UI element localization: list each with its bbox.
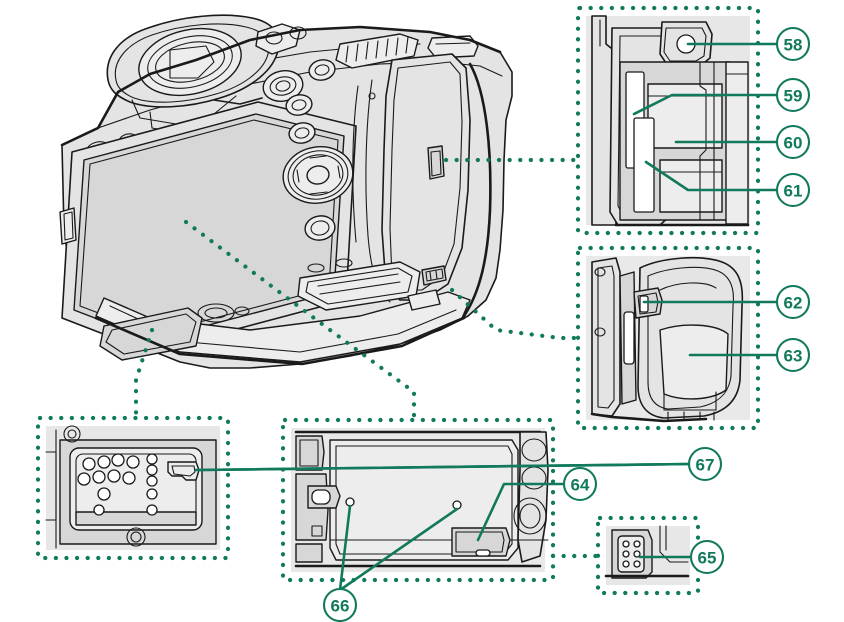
detail-box-card-slots (575, 5, 761, 236)
connector-pins (622, 540, 641, 568)
callout-63-label: 63 (784, 347, 803, 366)
callout-62-label: 62 (784, 294, 803, 313)
connector-routes (133, 157, 599, 559)
callout-58[interactable]: 58 (775, 26, 811, 62)
callout-60-label: 60 (784, 134, 803, 153)
contact-pins (77, 453, 158, 516)
callout-66[interactable]: 66 (322, 587, 358, 622)
route-to-battery-detail (449, 287, 579, 341)
rear-control-cluster (282, 94, 354, 241)
leader-67-final (197, 462, 691, 472)
callout-65[interactable]: 65 (689, 539, 725, 575)
camera-body-illustration (59, 14, 513, 369)
callout-60[interactable]: 60 (775, 124, 811, 160)
callout-badges: 58 59 60 61 62 63 64 65 (322, 26, 811, 622)
detail-box-battery-bottom (280, 417, 556, 583)
callout-64-label: 64 (571, 476, 590, 495)
callout-64[interactable]: 64 (562, 466, 598, 502)
lcd-monitor (59, 101, 357, 353)
callout-63[interactable]: 63 (775, 337, 811, 373)
detail-box-bottom-plate (35, 415, 231, 561)
callout-61-label: 61 (784, 182, 803, 201)
callout-62[interactable]: 62 (775, 284, 811, 320)
route-to-battery-bottom-detail (183, 219, 417, 423)
callout-59[interactable]: 59 (775, 77, 811, 113)
route-to-bottom-plate-detail (133, 327, 155, 421)
leader-64 (476, 482, 566, 542)
callout-59-label: 59 (784, 87, 803, 106)
detail-box-grip-connector (595, 515, 701, 596)
detail-box-battery-chamber (575, 245, 761, 431)
callout-58-label: 58 (784, 36, 803, 55)
four-way-selector (282, 146, 354, 204)
leader-66-b (338, 507, 459, 592)
callout-66-label: 66 (331, 597, 350, 616)
callout-61[interactable]: 61 (775, 172, 811, 208)
callout-67[interactable]: 67 (687, 446, 723, 482)
leader-61 (644, 160, 778, 192)
callout-65-label: 65 (698, 549, 717, 568)
top-control-dials (262, 33, 479, 102)
leader-66-a (338, 504, 352, 592)
leader-59 (632, 93, 778, 116)
battery-latch-nub (407, 265, 447, 311)
callout-67-label: 67 (696, 456, 715, 475)
